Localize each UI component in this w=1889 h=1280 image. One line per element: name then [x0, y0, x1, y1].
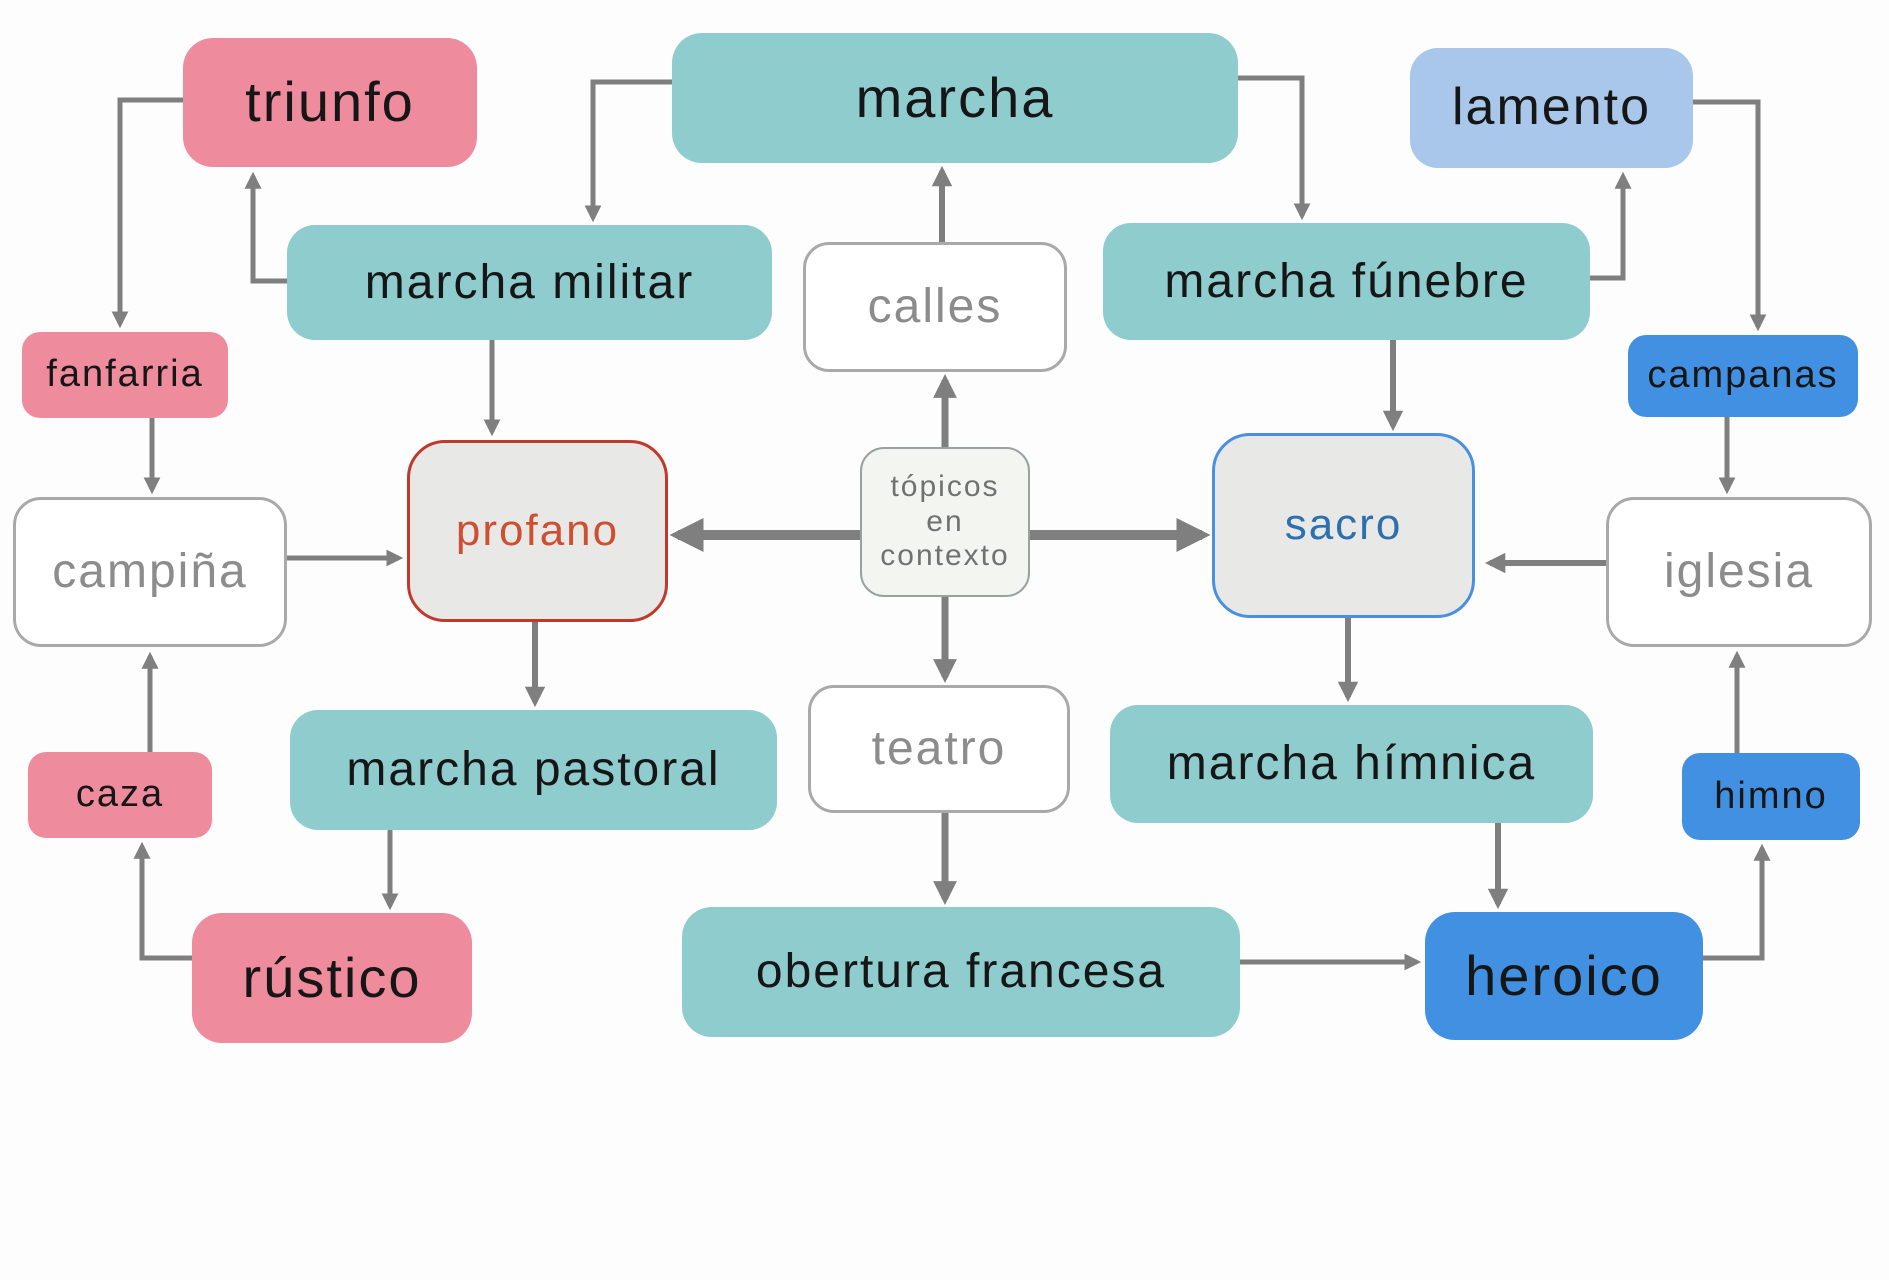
node-marcha-funebre: marcha fúnebre [1103, 223, 1590, 340]
node-profano: profano [407, 440, 668, 622]
node-marcha-militar: marcha militar [287, 225, 772, 340]
node-marcha: marcha [672, 33, 1238, 163]
node-campina: campiña [13, 497, 287, 647]
node-topicos: tópicos en contexto [860, 447, 1030, 597]
edge-heroico-to-himno [1703, 843, 1771, 961]
node-calles: calles [803, 242, 1067, 372]
edge-rustico-to-caza [133, 841, 192, 961]
node-obertura-francesa: obertura francesa [682, 907, 1240, 1037]
node-caza: caza [28, 752, 212, 838]
node-fanfarria: fanfarria [22, 332, 228, 418]
node-himno: himno [1682, 753, 1860, 840]
node-campanas: campanas [1628, 335, 1858, 417]
edges-group [111, 75, 1771, 971]
node-sacro: sacro [1212, 433, 1475, 618]
node-marcha-himnica: marcha hímnica [1110, 705, 1593, 823]
node-iglesia: iglesia [1606, 497, 1872, 647]
edge-triunfo-to-fanfarria [111, 97, 183, 329]
edge-marcha-funebre-to-lamento [1590, 171, 1632, 281]
edge-marcha-to-marcha-militar [584, 79, 672, 223]
node-heroico: heroico [1425, 912, 1703, 1040]
edge-marcha-to-marcha-funebre [1238, 75, 1311, 221]
node-teatro: teatro [808, 685, 1070, 813]
edge-marcha-militar-to-triunfo [244, 171, 287, 284]
node-triunfo: triunfo [183, 38, 477, 167]
node-marcha-pastoral: marcha pastoral [290, 710, 777, 830]
node-lamento: lamento [1410, 48, 1693, 168]
node-rustico: rústico [192, 913, 472, 1043]
edge-lamento-to-campanas [1693, 99, 1767, 332]
